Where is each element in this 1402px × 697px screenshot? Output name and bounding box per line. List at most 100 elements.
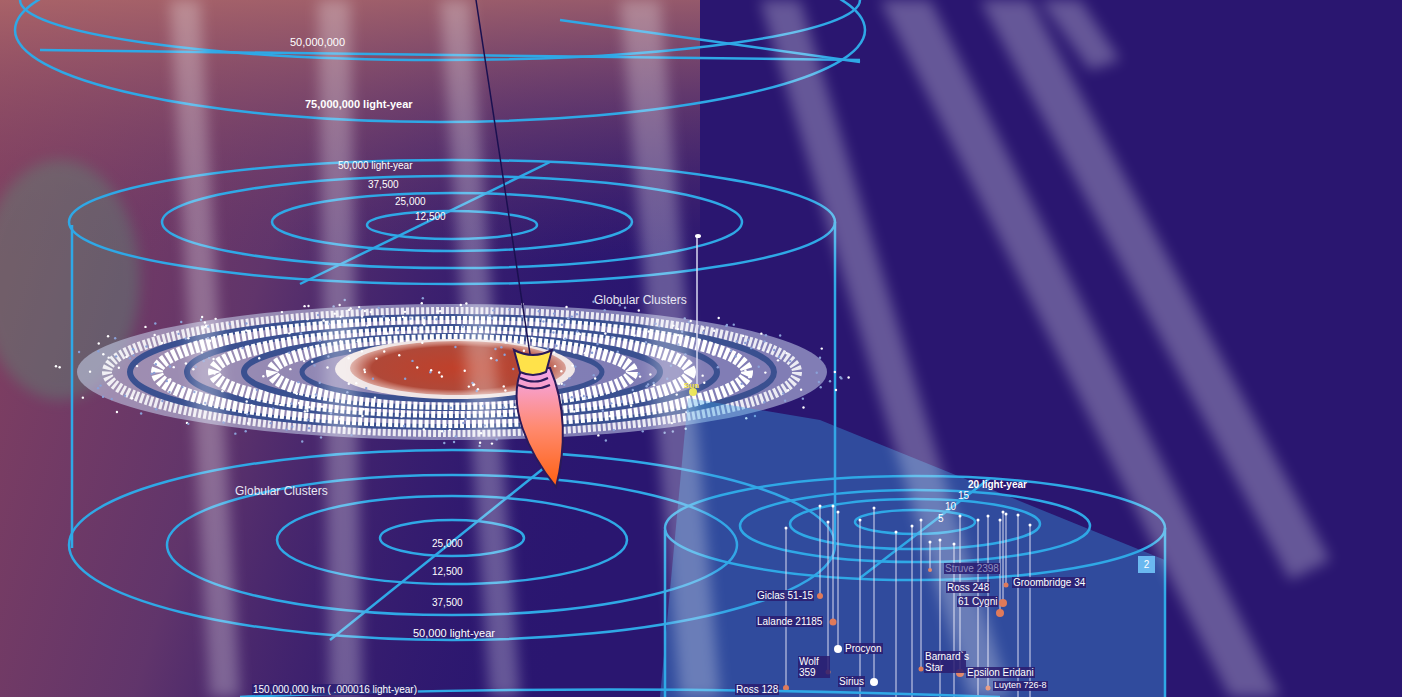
stem-top bbox=[837, 511, 840, 514]
star-dot bbox=[256, 389, 258, 391]
star-dot bbox=[588, 395, 590, 397]
star-dot bbox=[713, 330, 715, 332]
stem-top bbox=[859, 519, 862, 522]
star-dot bbox=[501, 415, 503, 417]
label: Barnard`s Star bbox=[924, 651, 966, 673]
star-dot bbox=[504, 389, 506, 391]
star-dot bbox=[564, 337, 566, 339]
star-dot bbox=[430, 369, 432, 371]
star-dot bbox=[560, 370, 562, 372]
star-dot bbox=[629, 367, 631, 369]
star-dot bbox=[55, 365, 57, 367]
star-dot bbox=[558, 383, 560, 385]
star-dot bbox=[816, 371, 818, 373]
star-dot bbox=[604, 332, 606, 334]
star-dot bbox=[999, 599, 1007, 607]
star-dot bbox=[115, 355, 117, 357]
star-dot bbox=[78, 351, 80, 353]
star-dot bbox=[834, 371, 836, 373]
star-dot bbox=[717, 366, 719, 368]
star-dot bbox=[514, 406, 516, 408]
star-dot bbox=[155, 363, 157, 365]
star-stem bbox=[859, 520, 860, 697]
star-dot bbox=[304, 410, 306, 412]
label: 50,000 light-year bbox=[338, 160, 413, 171]
label: Luyten 726-8 bbox=[993, 681, 1048, 691]
star-dot bbox=[553, 312, 555, 314]
label: Wolf 359 bbox=[798, 656, 830, 678]
star-dot bbox=[185, 337, 187, 339]
star-stem bbox=[832, 506, 833, 622]
star-dot bbox=[539, 318, 541, 320]
star-dot bbox=[140, 412, 142, 414]
star-dot bbox=[245, 329, 247, 331]
star-dot bbox=[277, 344, 279, 346]
label: 12,500 bbox=[415, 211, 446, 222]
star-dot bbox=[244, 430, 246, 432]
star-dot bbox=[568, 377, 570, 379]
star-dot bbox=[169, 378, 171, 380]
star-dot bbox=[632, 389, 634, 391]
star-dot bbox=[364, 371, 366, 373]
star-dot bbox=[290, 402, 292, 404]
star-dot bbox=[1004, 583, 1009, 588]
stem-top bbox=[832, 505, 835, 508]
star-stem bbox=[1005, 514, 1006, 585]
label: 37,500 bbox=[432, 597, 463, 608]
star-dot bbox=[296, 393, 298, 395]
star-dot bbox=[422, 297, 424, 299]
star-dot bbox=[375, 357, 377, 359]
star-dot bbox=[712, 353, 714, 355]
stem-top bbox=[785, 527, 788, 530]
star-dot bbox=[521, 315, 523, 317]
light-beams bbox=[170, 0, 1330, 697]
star-dot bbox=[778, 356, 780, 358]
star-dot bbox=[269, 422, 271, 424]
star-dot bbox=[596, 343, 598, 345]
label: 75,000,000 light-year bbox=[305, 98, 413, 110]
star-dot bbox=[374, 396, 376, 398]
star-dot bbox=[504, 341, 506, 343]
stem-top bbox=[911, 525, 914, 528]
star-dot bbox=[357, 340, 359, 342]
label: 50,000,000 bbox=[290, 36, 345, 48]
star-dot bbox=[734, 355, 736, 357]
star-dot bbox=[789, 360, 791, 362]
star-dot bbox=[398, 354, 400, 356]
star-dot bbox=[613, 429, 615, 431]
star-dot bbox=[620, 400, 622, 402]
star-dot bbox=[605, 439, 607, 441]
star-dot bbox=[758, 347, 760, 349]
star-dot bbox=[439, 310, 441, 312]
star-dot bbox=[307, 419, 309, 421]
star-dot bbox=[132, 348, 134, 350]
star-dot bbox=[359, 308, 361, 310]
star-dot bbox=[573, 351, 575, 353]
star-dot bbox=[777, 359, 779, 361]
star-dot bbox=[313, 327, 315, 329]
star-dot bbox=[996, 609, 1004, 617]
star-dot bbox=[125, 356, 127, 358]
star-dot bbox=[574, 365, 576, 367]
star-dot bbox=[604, 309, 606, 311]
star-dot bbox=[383, 350, 385, 352]
star-dot bbox=[449, 429, 451, 431]
star-dot bbox=[397, 329, 399, 331]
label: 25,000 bbox=[432, 538, 463, 549]
star-dot bbox=[382, 315, 384, 317]
star-dot bbox=[567, 317, 569, 319]
star-stem bbox=[827, 522, 828, 672]
star-dot bbox=[133, 354, 135, 356]
star-dot bbox=[835, 389, 837, 391]
star-dot bbox=[241, 347, 243, 349]
star-dot bbox=[639, 375, 641, 377]
star-dot bbox=[180, 321, 182, 323]
star-dot bbox=[500, 346, 502, 348]
star-dot bbox=[386, 332, 388, 334]
star-dot bbox=[454, 346, 456, 348]
star-dot bbox=[817, 593, 823, 599]
star-stem bbox=[911, 526, 912, 697]
star-dot bbox=[82, 396, 84, 398]
star-dot bbox=[742, 335, 744, 337]
star-dot bbox=[547, 348, 549, 350]
